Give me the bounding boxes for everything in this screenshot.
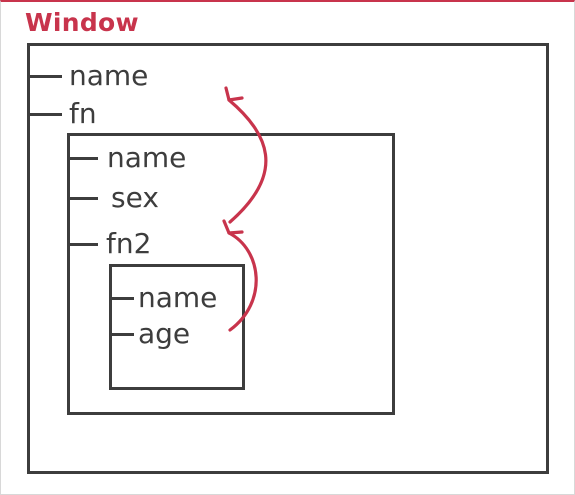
branch-line — [28, 74, 62, 78]
window-scope-box — [27, 43, 549, 474]
window-title: Window — [25, 8, 139, 37]
fn2-item-name: name — [110, 281, 217, 315]
window-item-label: name — [69, 59, 149, 92]
window-item-label: fn — [69, 97, 97, 130]
branch-line — [68, 242, 98, 246]
fn2-item-age: age — [110, 317, 190, 351]
branch-line — [28, 112, 62, 116]
branch-line — [110, 296, 134, 300]
fn-item-sex: sex — [68, 181, 159, 215]
fn-item-label: fn2 — [106, 227, 152, 260]
fn-item-label: name — [107, 141, 187, 174]
fn-item-fn2: fn2 — [68, 227, 151, 261]
branch-line — [68, 156, 98, 160]
fn-item-label: sex — [111, 181, 159, 214]
window-item-name: name — [28, 59, 148, 93]
window-item-fn: fn — [28, 97, 97, 131]
fn2-item-label: age — [138, 317, 191, 350]
branch-line — [68, 196, 98, 200]
fn2-item-label: name — [138, 281, 218, 314]
branch-line — [110, 332, 134, 336]
fn-item-name: name — [68, 141, 186, 175]
